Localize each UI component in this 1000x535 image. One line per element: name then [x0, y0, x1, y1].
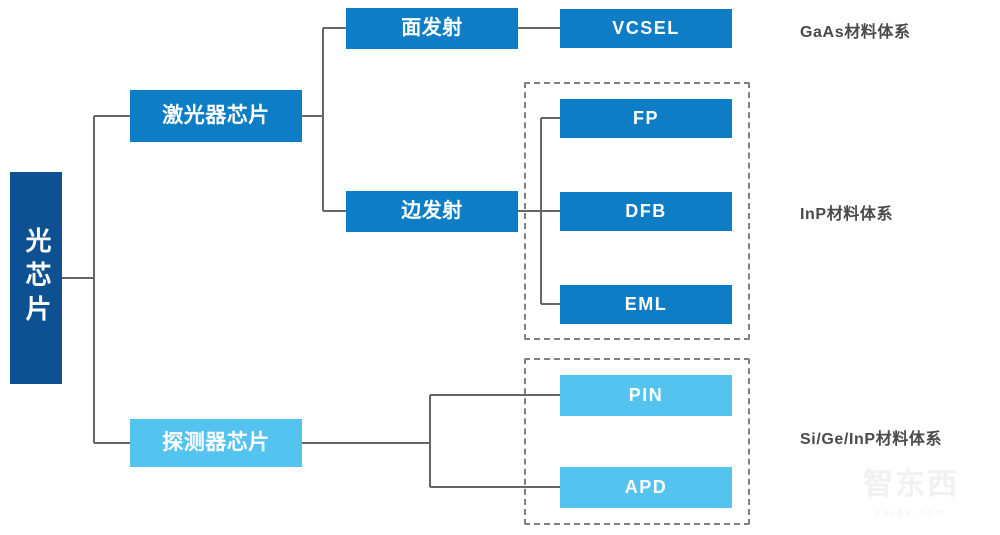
side-label-gaas: GaAs材料体系: [800, 24, 911, 41]
side-label-si-ge-inp: Si/Ge/InP材料体系: [800, 431, 943, 448]
node-surface-emitting[interactable]: 面发射: [346, 8, 518, 49]
node-vcsel[interactable]: VCSEL: [560, 9, 732, 48]
node-fp[interactable]: FP: [560, 99, 732, 138]
node-eml[interactable]: EML: [560, 285, 732, 324]
node-edge-emitting[interactable]: 边发射: [346, 191, 518, 232]
node-apd[interactable]: APD: [560, 467, 732, 508]
node-dfb[interactable]: DFB: [560, 192, 732, 231]
node-root-optical-chip[interactable]: 光芯片: [10, 172, 62, 384]
watermark: 智东西 zhidx.com: [836, 445, 986, 525]
node-pin[interactable]: PIN: [560, 375, 732, 416]
watermark-logo-text: 智东西: [863, 468, 959, 501]
side-label-inp: InP材料体系: [800, 206, 894, 223]
group-box-si-ge-inp: [524, 358, 750, 525]
watermark-site-text: zhidx.com: [874, 508, 947, 519]
group-box-inp: [524, 82, 750, 340]
node-laser-chip[interactable]: 激光器芯片: [130, 90, 302, 142]
node-detector-chip[interactable]: 探测器芯片: [130, 419, 302, 467]
